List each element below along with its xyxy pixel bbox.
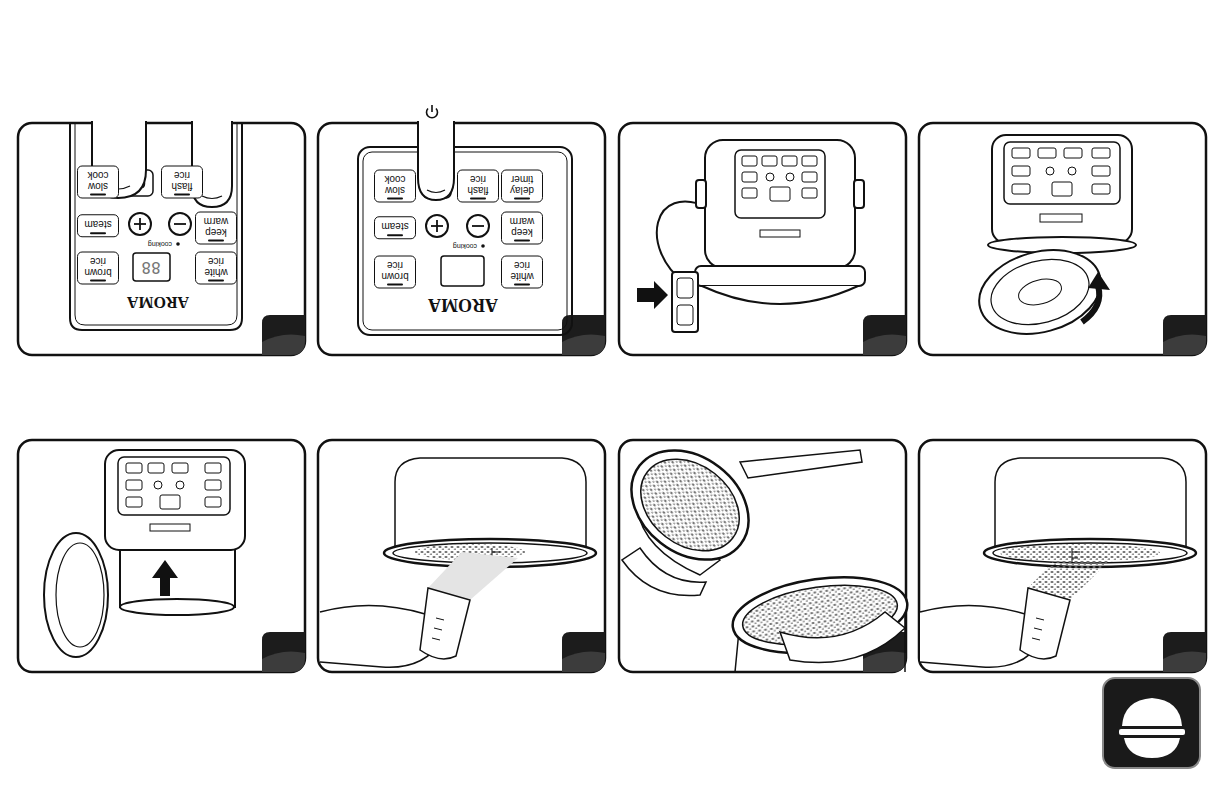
indicator-label: cooking: [148, 241, 172, 248]
control-button: keep warm: [195, 212, 237, 245]
button-label: brown rice: [79, 256, 117, 277]
control-button: slow cook: [374, 170, 416, 203]
button-label: keep warm: [503, 216, 541, 237]
control-button: flash rice: [161, 166, 203, 199]
indicator-light: [387, 284, 403, 286]
control-button: brown rice: [77, 252, 119, 285]
display-digits: 88: [141, 258, 160, 277]
indicator-light: [174, 194, 190, 196]
control-button: steam: [77, 215, 119, 238]
indicator-light: [90, 232, 106, 234]
step-panels: [18, 123, 1206, 672]
indicator-light: [387, 198, 403, 200]
indicator-light: [90, 280, 106, 282]
button-label: flash rice: [163, 170, 201, 191]
button-label: white rice: [197, 256, 235, 277]
button-label: flash rice: [459, 174, 497, 195]
indicator-light: [208, 240, 224, 242]
indicator-label: cooking: [453, 243, 477, 250]
button-label: slow cook: [376, 174, 414, 195]
control-button: delay timer: [501, 170, 543, 203]
indicator-light: [514, 240, 530, 242]
control-button: white rice: [501, 256, 543, 289]
indicator-light: [514, 284, 530, 286]
indicator-light: [514, 198, 530, 200]
control-button: keep warm: [501, 212, 543, 245]
button-label: delay timer: [503, 174, 541, 195]
indicator-light: [387, 234, 403, 236]
indicator-light: [208, 280, 224, 282]
control-button: brown rice: [374, 256, 416, 289]
button-label: keep warm: [197, 216, 235, 237]
control-button: white rice: [195, 252, 237, 285]
brand-logo: AROMA: [127, 293, 189, 311]
brand-logo: AROMA: [428, 294, 498, 315]
control-button: steam: [374, 217, 416, 240]
indicator-light: [470, 198, 486, 200]
button-label: white rice: [503, 260, 541, 281]
indicator-light: [90, 194, 106, 196]
control-button: slow cook: [77, 166, 119, 199]
button-label: steam: [376, 221, 414, 232]
button-label: brown rice: [376, 260, 414, 281]
control-button: flash rice: [457, 170, 499, 203]
button-label: slow cook: [79, 170, 117, 191]
button-label: steam: [79, 219, 117, 230]
